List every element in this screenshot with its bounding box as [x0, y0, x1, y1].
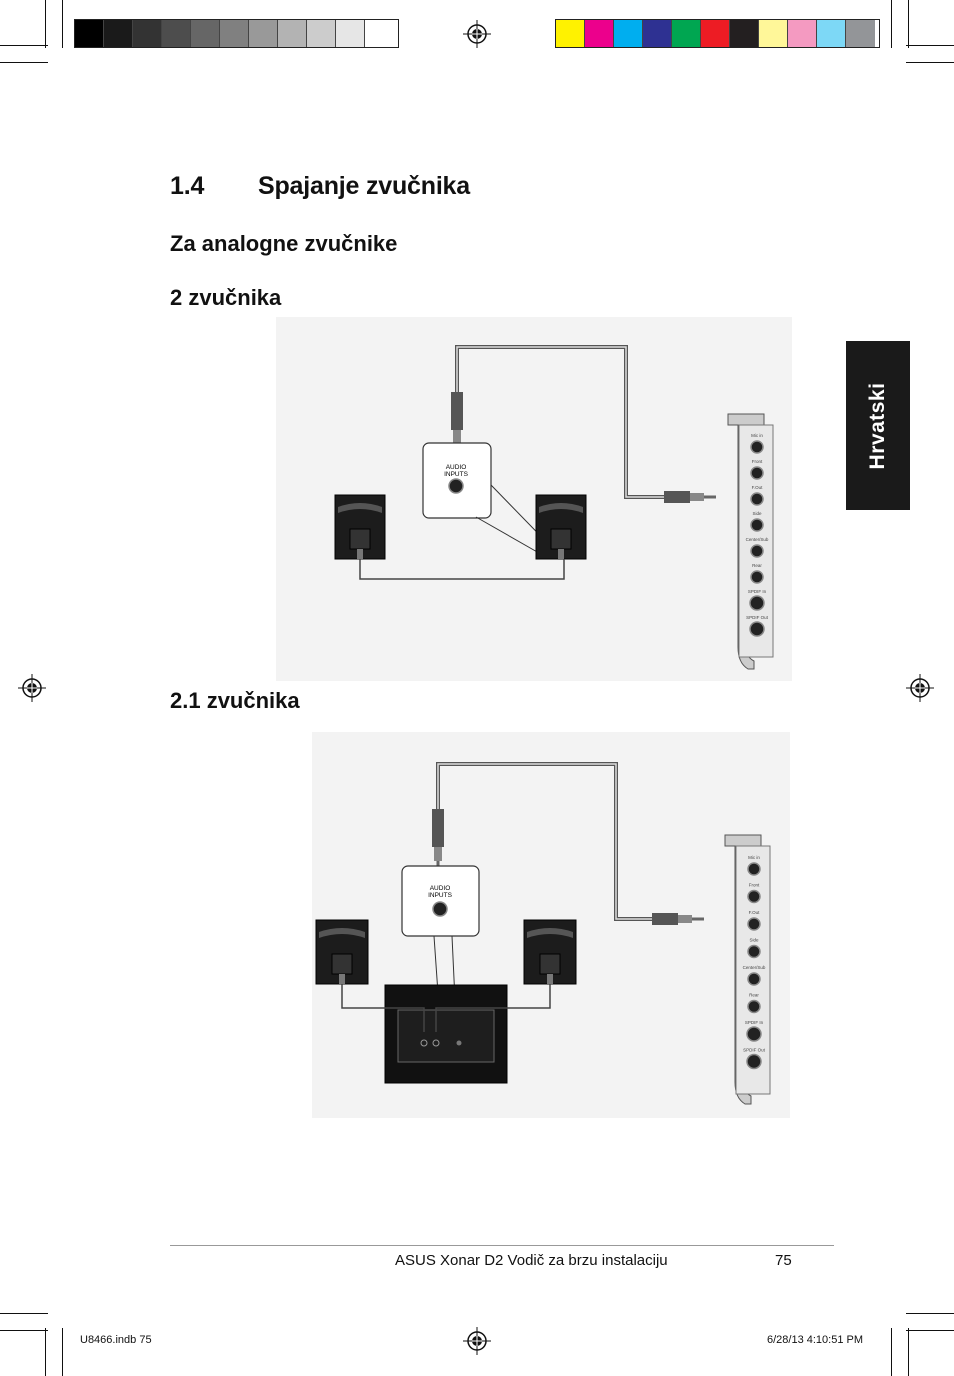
card-jack-icon: [750, 518, 764, 532]
color-swatch: [336, 20, 365, 47]
audio-input-jack-icon: [432, 901, 448, 917]
card-jack-icon: [746, 1053, 762, 1070]
grayscale-color-bar: [74, 19, 399, 48]
card-jack-icon: [747, 999, 761, 1014]
slug-file: U8466.indb 75: [80, 1334, 152, 1346]
color-swatch: [817, 20, 846, 47]
section-number: 1.4: [170, 172, 205, 200]
card-jack-icon: [750, 492, 764, 506]
card-jack-label: Front: [749, 883, 760, 888]
card-jack-icon: [749, 595, 765, 611]
page-number: 75: [775, 1252, 792, 1269]
card-jack-label: Mic in: [751, 433, 763, 438]
audio-input-jack-icon: [448, 478, 464, 494]
speaker-right-icon: [535, 494, 587, 560]
color-swatch: [307, 20, 336, 47]
color-swatch: [846, 20, 875, 47]
card-jack-label: Mic in: [748, 855, 760, 860]
card-jack-icon: [747, 944, 761, 959]
language-tab-label: Hrvatski: [866, 382, 889, 469]
color-swatch: [614, 20, 643, 47]
audio-plug-icon: [664, 491, 716, 503]
section-heading: 1.4 Spajanje zvučnika: [170, 172, 470, 201]
slug-datetime: 6/28/13 4:10:51 PM: [767, 1334, 864, 1346]
color-swatch: [104, 20, 133, 47]
card-jack-label: SPDIF In: [748, 589, 767, 594]
amp-label-line1: AUDIO: [430, 885, 451, 892]
color-swatch: [701, 20, 730, 47]
color-swatch: [75, 20, 104, 47]
two-speaker-connection-diagram: AUDIO INPUTS Mic in FrontF.OutSideCenter/…: [276, 317, 792, 681]
audio-inputs-box: [401, 865, 480, 937]
card-jack-label: F.Out: [752, 485, 764, 490]
card-jack-icon: [750, 570, 764, 584]
footer-doc-title: ASUS Xonar D2 Vodič za brzu instalaciju: [395, 1252, 668, 1269]
color-swatch: [759, 20, 788, 47]
card-jack-label: Rear: [749, 993, 759, 998]
amp-label-line1: AUDIO: [446, 464, 467, 471]
color-swatch: [365, 20, 394, 47]
section-title: Spajanje zvučnika: [258, 172, 470, 200]
card-jack-icon: [747, 972, 761, 986]
color-swatch: [730, 20, 759, 47]
sound-card-bracket-icon: [724, 834, 771, 1105]
card-jack-icon: [747, 889, 761, 904]
footer-rule: [170, 1245, 834, 1246]
subwoofer-icon: [384, 984, 508, 1084]
card-jack-icon: [750, 544, 764, 558]
speaker-left-icon: [315, 919, 369, 985]
diagram-heading-21-speakers: 2.1 zvučnika: [170, 688, 300, 713]
color-swatch: [249, 20, 278, 47]
amp-label-line2: INPUTS: [428, 892, 453, 899]
subheading: Za analogne zvučnike: [170, 231, 398, 256]
card-jack-label: Side: [752, 511, 762, 516]
color-swatch: [672, 20, 701, 47]
card-jack-label: Rear: [752, 563, 762, 568]
speaker-left-icon: [334, 494, 386, 560]
language-tab: Hrvatski: [846, 341, 910, 510]
color-swatch: [585, 20, 614, 47]
card-jack-label: SPDIF In: [745, 1020, 764, 1025]
card-jack-label: Side: [749, 938, 759, 943]
card-jack-label: F.Out: [749, 910, 761, 915]
registration-mark-icon: [906, 674, 934, 702]
card-jack-label: Front: [752, 459, 763, 464]
registration-mark-icon: [463, 1327, 491, 1355]
sound-card-bracket-icon: [727, 413, 774, 670]
color-swatch: [788, 20, 817, 47]
two-one-speaker-connection-diagram: AUDIO INPUTS Mic in FrontF.OutSideCenter/…: [312, 732, 790, 1118]
diagram-heading-2-speakers: 2 zvučnika: [170, 285, 282, 310]
amp-label-line2: INPUTS: [444, 471, 469, 478]
color-swatch: [220, 20, 249, 47]
speaker-right-icon: [523, 919, 577, 985]
color-swatch: [191, 20, 220, 47]
color-swatch: [643, 20, 672, 47]
card-jack-icon: [747, 862, 761, 876]
color-swatch: [278, 20, 307, 47]
card-jack-icon: [749, 621, 765, 637]
card-jack-label: SPDIF Out: [746, 615, 769, 620]
card-jack-icon: [750, 466, 764, 480]
card-jack-label: Center/Sub: [746, 537, 769, 542]
card-jack-icon: [746, 1026, 762, 1042]
card-jack-icon: [750, 440, 764, 454]
card-jack-label: Center/Sub: [743, 965, 766, 970]
registration-mark-icon: [18, 674, 46, 702]
card-jack-icon: [747, 917, 761, 931]
color-swatch: [162, 20, 191, 47]
audio-plug-icon: [652, 913, 704, 925]
color-swatch: [133, 20, 162, 47]
process-color-bar: [555, 19, 880, 48]
color-swatch: [556, 20, 585, 47]
card-jack-label: SPDIF Out: [743, 1048, 766, 1053]
registration-mark-icon: [463, 20, 491, 48]
